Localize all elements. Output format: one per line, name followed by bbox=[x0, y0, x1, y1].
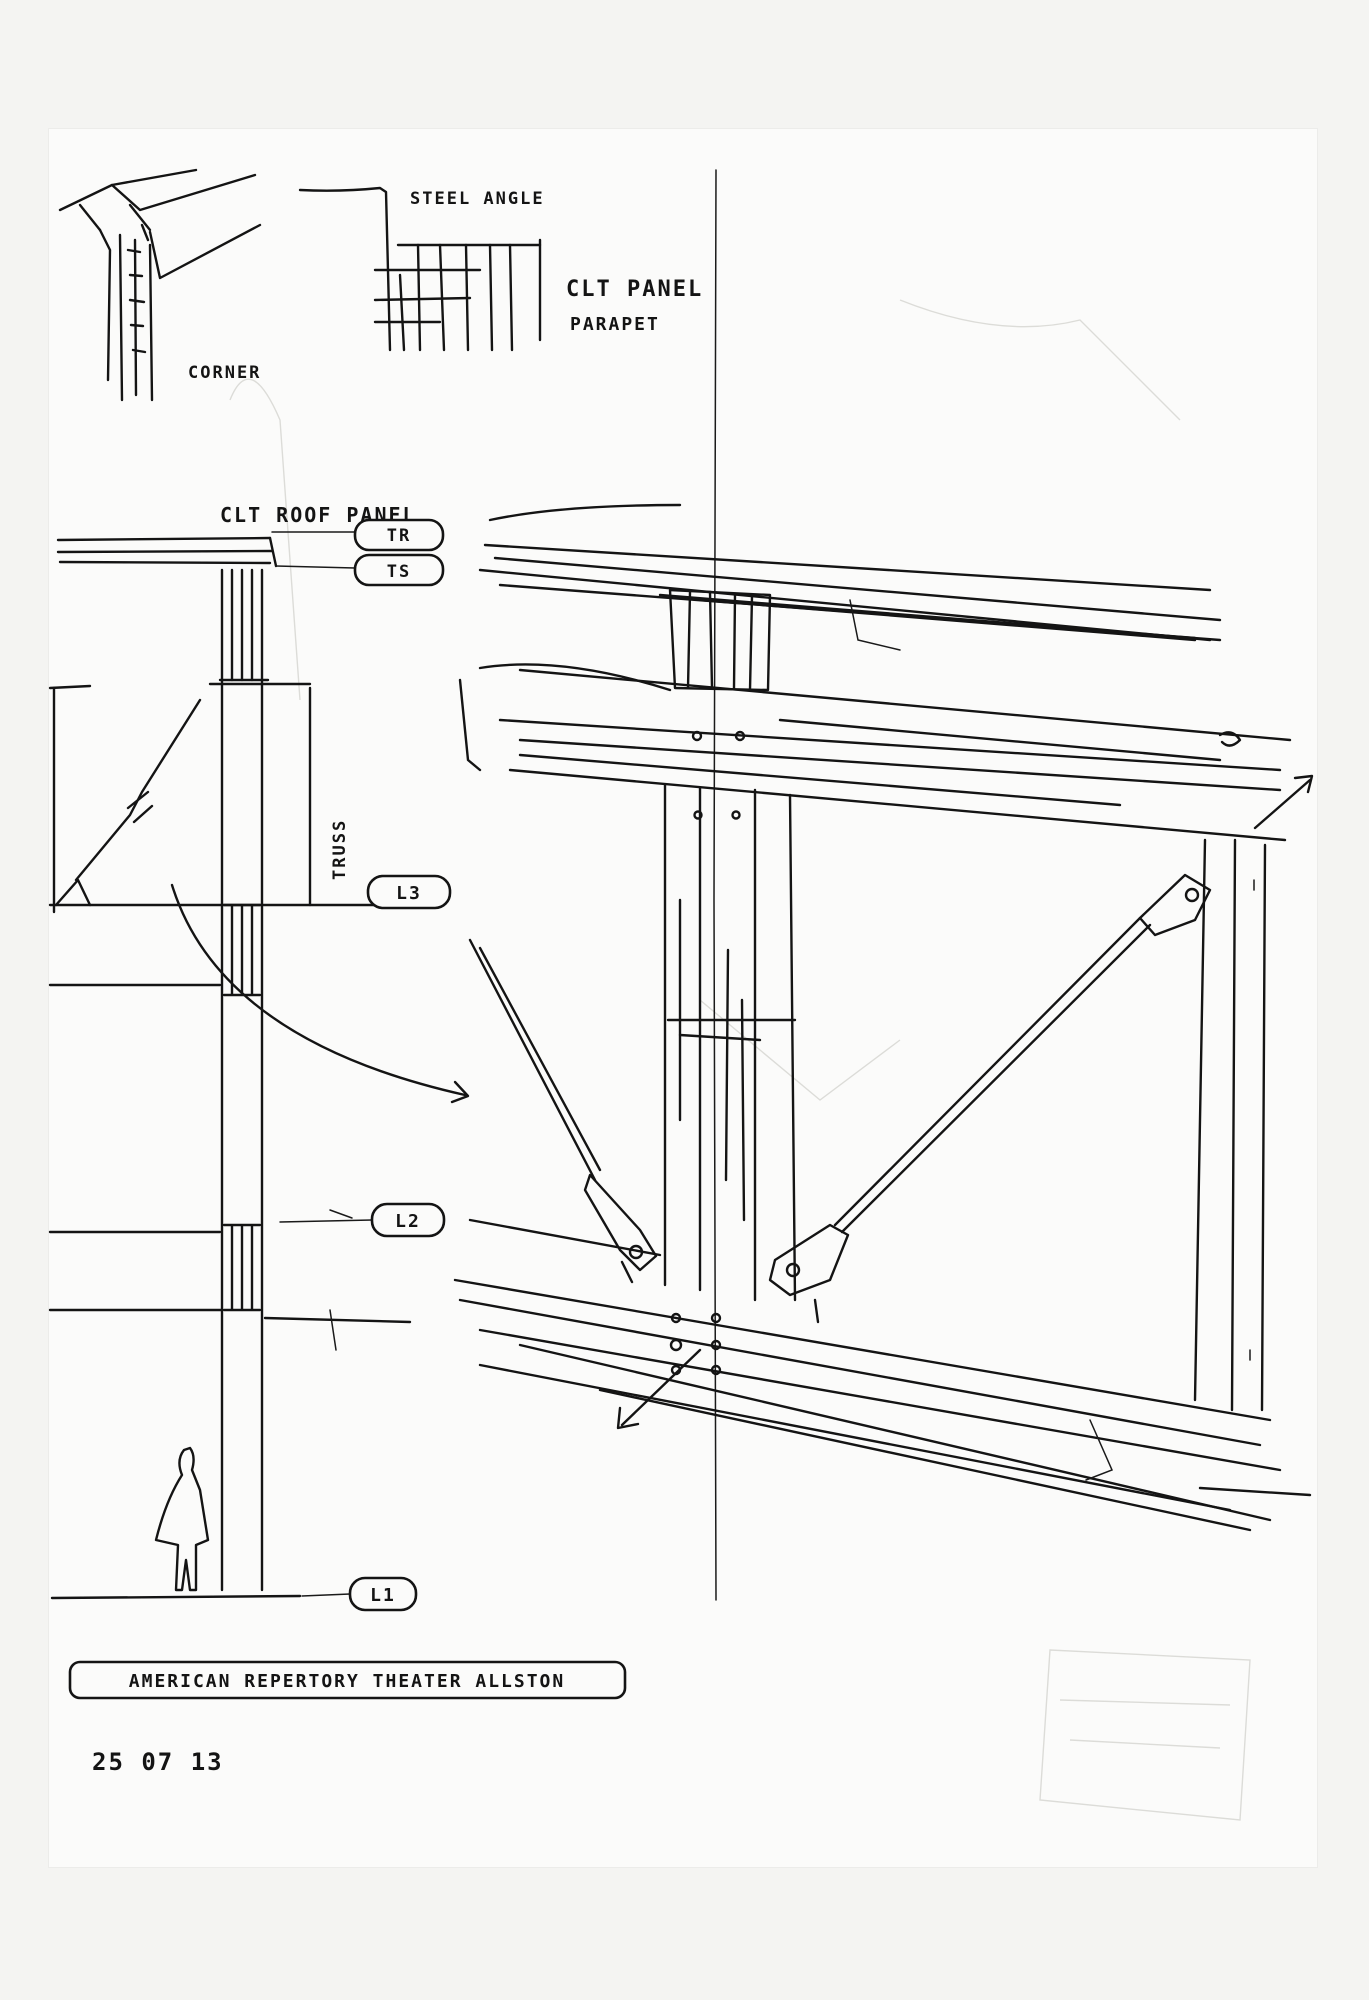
level-tag-ts: TS bbox=[275, 553, 445, 587]
timber-connection-sketch bbox=[453, 503, 1314, 1532]
bleed-through-ghost-lines bbox=[229, 299, 1251, 1821]
svg-text:TS: TS bbox=[387, 562, 411, 582]
date-code: 25 07 13 bbox=[92, 1748, 224, 1776]
project-title: AMERICAN REPERTORY THEATER ALLSTON bbox=[129, 1671, 565, 1692]
parapet-label: PARAPET bbox=[570, 314, 660, 335]
paper-page bbox=[48, 128, 1318, 1868]
building-section-sketch bbox=[48, 536, 470, 1600]
level-tag-l2: L2 bbox=[279, 1202, 446, 1238]
svg-text:L3: L3 bbox=[396, 883, 422, 904]
corner-label: CORNER bbox=[188, 363, 261, 383]
clt-panel-label: CLT PANEL bbox=[566, 277, 703, 302]
level-tag-l1: L1 bbox=[301, 1576, 418, 1612]
level-tag-l3: L3 bbox=[366, 874, 452, 910]
steel-angle-label: STEEL ANGLE bbox=[410, 189, 545, 209]
parapet-detail-sketch bbox=[298, 186, 542, 352]
truss-label: TRUSS bbox=[330, 819, 350, 880]
level-tag-tr: TR bbox=[271, 518, 445, 552]
svg-text:L1: L1 bbox=[370, 1585, 396, 1606]
project-title-box: AMERICAN REPERTORY THEATER ALLSTON bbox=[68, 1660, 627, 1700]
fold-line bbox=[713, 169, 717, 1601]
svg-text:L2: L2 bbox=[395, 1211, 421, 1232]
corner-detail-sketch bbox=[58, 168, 262, 402]
svg-text:TR: TR bbox=[387, 526, 411, 546]
